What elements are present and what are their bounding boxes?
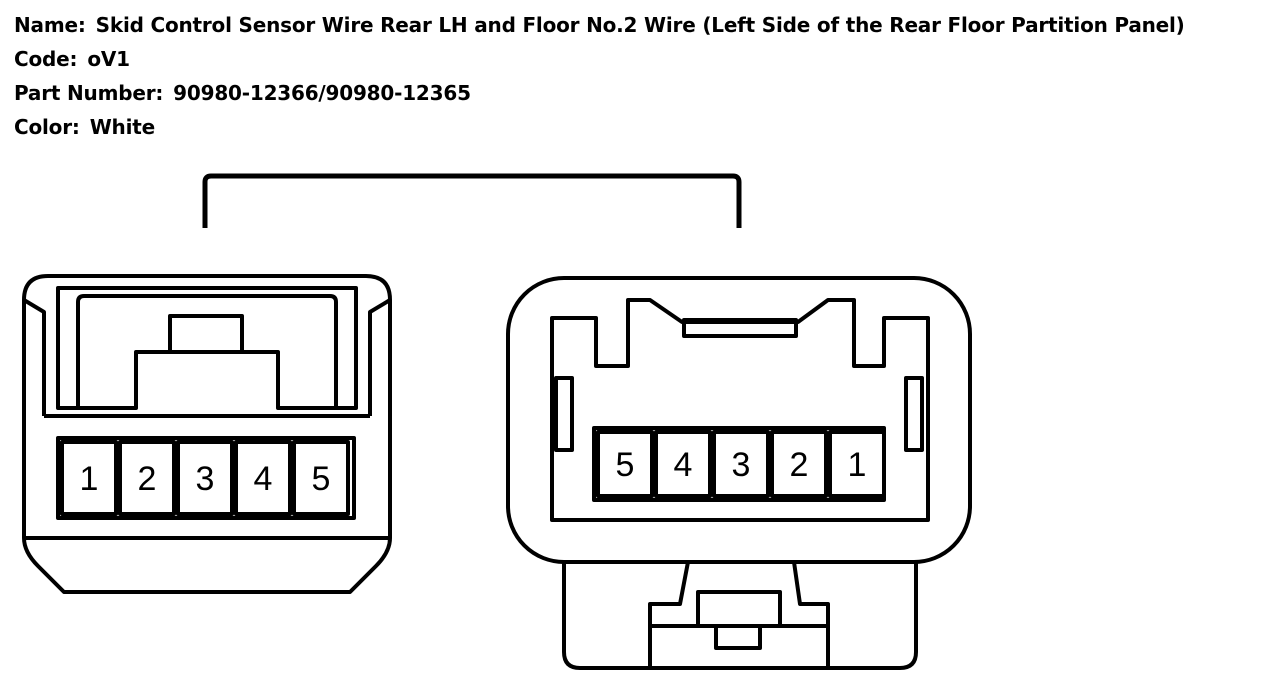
part-number-label: Part Number: [14, 81, 164, 105]
left-pin-cavity [118, 440, 176, 516]
right-connector-body [506, 276, 972, 564]
left-pin-cavity [60, 440, 118, 516]
connector-info: Name: Skid Control Sensor Wire Rear LH an… [14, 8, 1276, 144]
left-connector-inner-frame [56, 286, 358, 410]
right-pin-number: 5 [616, 446, 635, 484]
left-pin-cavity [234, 440, 292, 516]
right-connector-right-latch [904, 376, 924, 452]
left-connector-body [22, 274, 392, 594]
left-pin-cavity [176, 440, 234, 516]
code-label: Code: [14, 47, 78, 71]
left-pin-cavity-frame [56, 436, 356, 520]
left-pin-cavity [292, 440, 350, 516]
right-connector-lock-key [714, 624, 762, 650]
right-pin-number: 2 [790, 446, 809, 484]
right-pin-cavity [596, 430, 654, 498]
right-pin-cavity [828, 430, 886, 498]
right-connector-inner-frame [550, 298, 930, 522]
left-pin-number: 2 [138, 460, 157, 498]
connector-left: 1 2 3 4 5 [22, 274, 392, 594]
left-pin-number: 1 [80, 460, 99, 498]
left-connector-left-notch [22, 298, 46, 416]
right-connector-top-slot [682, 318, 798, 338]
right-connector-lock-arm [648, 561, 830, 668]
left-connector-right-notch [368, 298, 392, 416]
color-label: Color: [14, 115, 80, 139]
left-pin-number: 3 [196, 460, 215, 498]
right-connector-lock-housing [562, 562, 918, 670]
code-value: oV1 [87, 47, 130, 71]
right-pin-number: 3 [732, 446, 751, 484]
right-pin-cavity [770, 430, 828, 498]
left-connector-inner-lip [76, 294, 338, 408]
right-pin-cavity [654, 430, 712, 498]
part-number-row: Part Number: 90980-12366/90980-12365 [14, 76, 1276, 110]
name-value: Skid Control Sensor Wire Rear LH and Flo… [95, 13, 1185, 37]
right-pin-number: 4 [674, 446, 693, 484]
left-pin-number: 5 [312, 460, 331, 498]
color-value: White [89, 115, 155, 139]
code-row: Code: oV1 [14, 42, 1276, 76]
connector-right: 5 4 3 2 1 [506, 276, 972, 670]
pairing-bracket [202, 173, 742, 228]
color-row: Color: White [14, 110, 1276, 144]
part-number-value: 90980-12366/90980-12365 [173, 81, 471, 105]
name-label: Name: [14, 13, 86, 37]
name-row: Name: Skid Control Sensor Wire Rear LH an… [14, 8, 1276, 42]
right-connector-left-latch [554, 376, 574, 452]
left-connector-lock-tab [168, 314, 244, 354]
right-pin-cavity [712, 430, 770, 498]
right-pin-number: 1 [848, 446, 867, 484]
right-connector-lock-button [696, 590, 782, 628]
left-pin-number: 4 [254, 460, 273, 498]
